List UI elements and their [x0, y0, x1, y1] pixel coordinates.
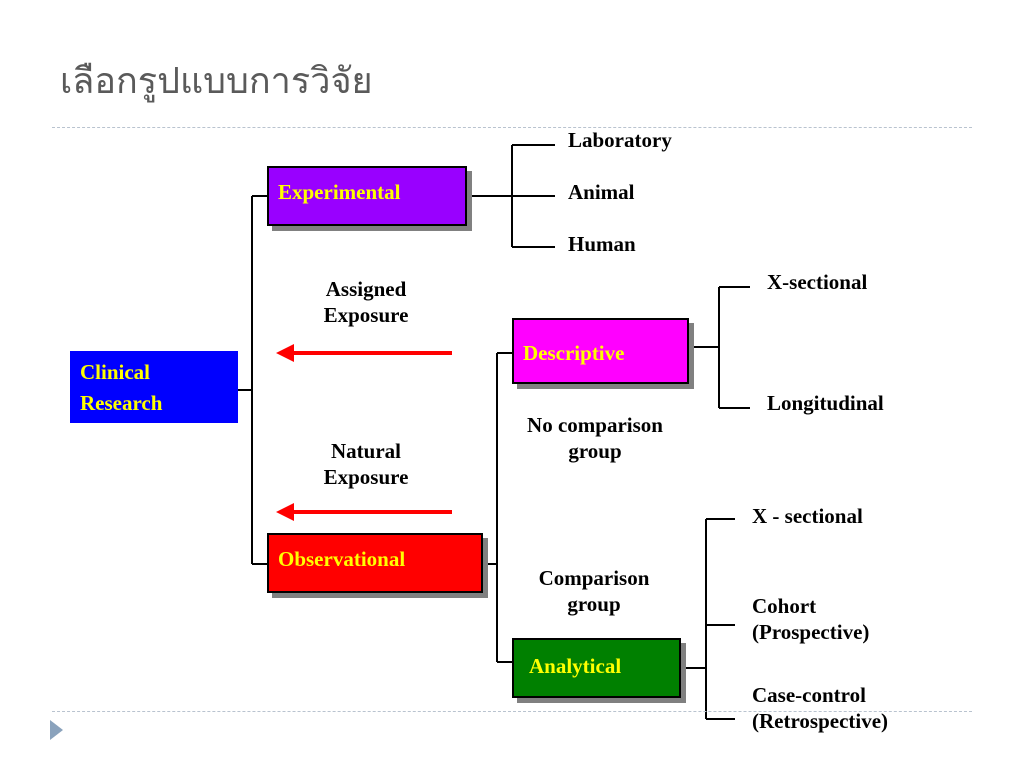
descriptive-type-longitudinal: Longitudinal: [767, 391, 884, 415]
connector-experimental: [467, 144, 555, 248]
clinical-research-label: Clinical Research: [80, 360, 163, 415]
connector-descriptive: [689, 286, 750, 409]
left-arrow-icon: [276, 344, 294, 362]
descriptive-label: Descriptive: [523, 341, 625, 365]
assigned-exposure-label: Assigned Exposure: [323, 277, 409, 327]
page-title: เลือกรูปแบบการวิจัย: [60, 61, 373, 102]
clinical-research-box: Clinical Research: [70, 351, 238, 423]
triangle-bullet-icon: [50, 720, 63, 740]
connector-analytical: [681, 518, 735, 720]
experimental-type-human: Human: [568, 232, 636, 256]
connector-clinical: [238, 195, 267, 565]
experimental-type-laboratory: Laboratory: [568, 128, 672, 152]
experimental-type-animal: Animal: [568, 180, 635, 204]
top-divider: [52, 127, 972, 128]
left-arrow-icon: [276, 503, 294, 521]
experimental-box: Experimental: [267, 166, 467, 226]
observational-box: Observational: [267, 533, 483, 593]
descriptive-box: Descriptive: [512, 318, 689, 384]
analytical-box: Analytical: [512, 638, 681, 698]
no-comparison-group-label: No comparison group: [527, 413, 663, 463]
analytical-type-case-control: Case-control (Retrospective): [752, 683, 889, 733]
analytical-type-cohort: Cohort (Prospective): [752, 594, 870, 644]
bottom-divider: [52, 711, 972, 712]
descriptive-type-x-sectional: X-sectional: [767, 270, 868, 294]
comparison-group-label: Comparison group: [538, 566, 650, 616]
observational-label: Observational: [278, 547, 406, 571]
analytical-label: Analytical: [529, 654, 622, 678]
experimental-label: Experimental: [278, 180, 401, 204]
connector-observational: [483, 352, 512, 663]
analytical-type-x-sectional: X - sectional: [752, 504, 863, 528]
natural-exposure-label: Natural Exposure: [323, 439, 409, 489]
